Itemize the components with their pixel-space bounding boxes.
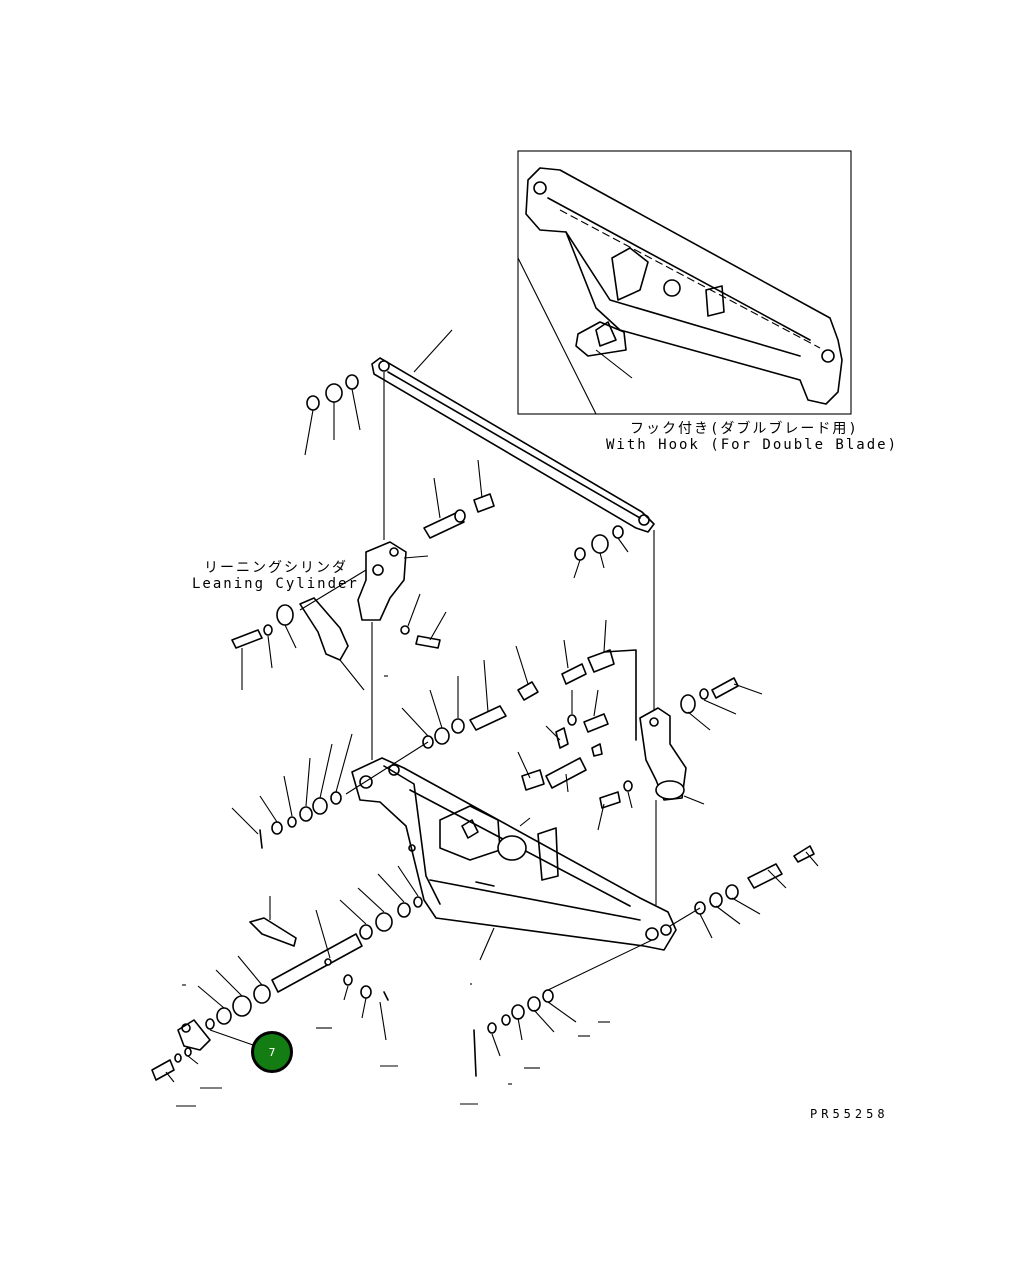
leaning-cylinder-label-en: Leaning Cylinder — [192, 576, 359, 592]
left-frame-washers — [231, 733, 429, 849]
inset-label-jp: フック付き(ダブルブレード用) — [630, 421, 859, 437]
inset-label-en: With Hook (For Double Blade) — [606, 437, 899, 453]
lower-left-pin-assembly — [249, 865, 423, 1041]
left-cylinder-bracket — [299, 541, 429, 691]
stray-marks — [176, 675, 610, 1107]
drawing-number: PR55258 — [810, 1107, 889, 1121]
upper-left-hardware — [304, 374, 361, 456]
left-cylinder-hardware — [231, 593, 447, 690]
center-small-parts — [517, 689, 633, 831]
upper-link-bar — [371, 329, 655, 533]
right-cylinder-bracket — [639, 677, 763, 805]
upper-pin-assembly — [423, 459, 495, 539]
right-upper-hardware — [561, 525, 637, 741]
bottom-left-hardware — [151, 955, 271, 1083]
leaning-cylinder-label-jp: リーニングシリンダ — [204, 560, 348, 576]
lower-main-frame — [351, 757, 677, 961]
inset-border — [517, 150, 852, 415]
inset-frame-with-hook — [517, 150, 852, 415]
mid-left-washers — [401, 645, 539, 749]
bottom-right-hardware — [473, 845, 819, 1077]
callout-marker-7[interactable]: 7 — [251, 1031, 293, 1073]
